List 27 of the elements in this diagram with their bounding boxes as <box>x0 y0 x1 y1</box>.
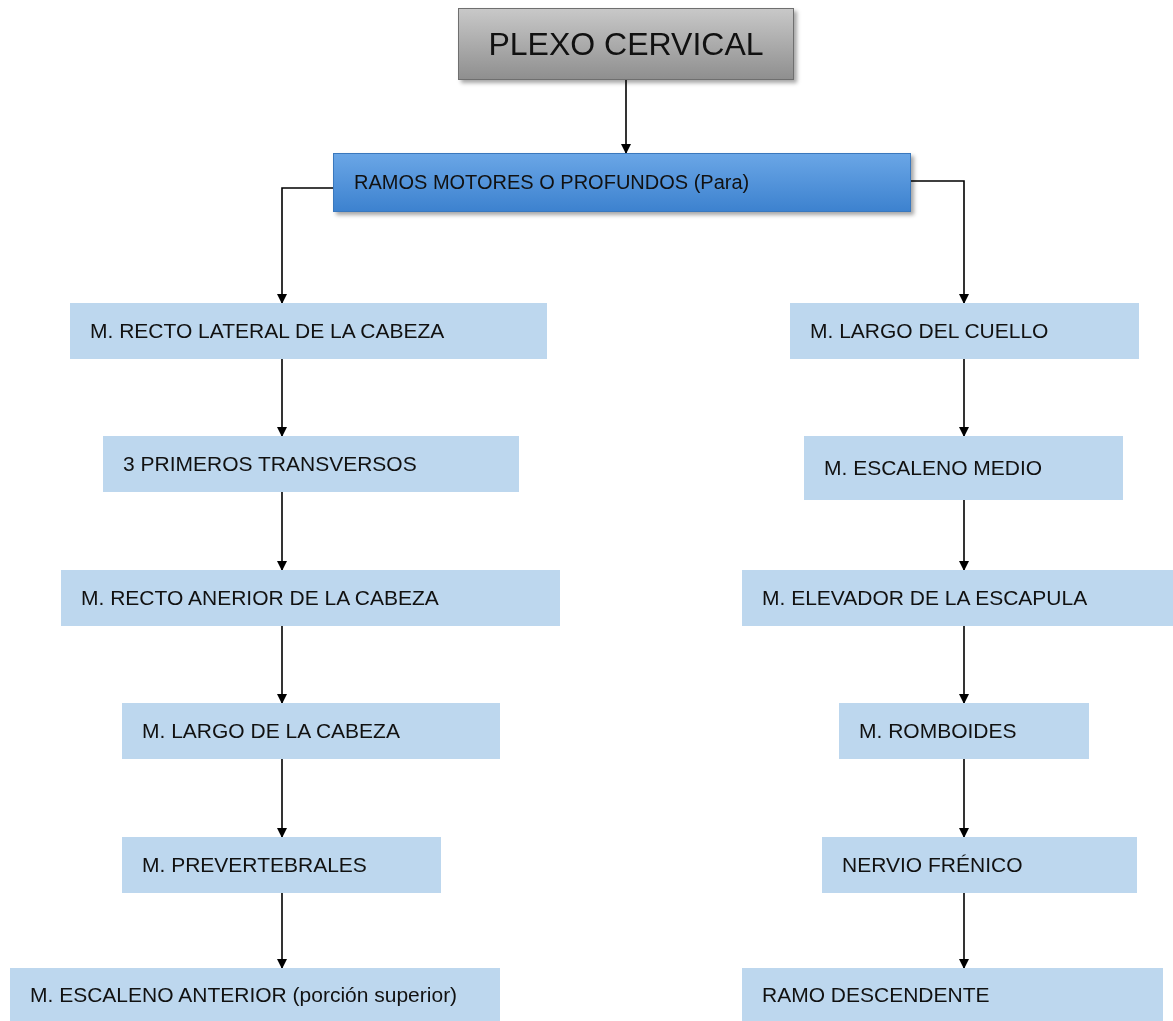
arrow <box>277 758 287 838</box>
muscle-box: M. PREVERTEBRALES <box>122 837 441 893</box>
muscle-box: NERVIO FRÉNICO <box>822 837 1137 893</box>
muscle-box: M. LARGO DE LA CABEZA <box>122 703 500 759</box>
arrow <box>910 180 969 304</box>
arrow <box>277 358 287 437</box>
arrow <box>621 79 631 154</box>
arrow <box>959 499 969 571</box>
muscle-box: M. LARGO DEL CUELLO <box>790 303 1139 359</box>
muscle-box: M. ELEVADOR DE LA ESCAPULA <box>742 570 1173 626</box>
muscle-box: M. ROMBOIDES <box>839 703 1089 759</box>
branch-box: RAMOS MOTORES O PROFUNDOS (Para) <box>333 153 911 212</box>
title-box: PLEXO CERVICAL <box>458 8 794 80</box>
arrow <box>277 892 287 969</box>
arrow <box>959 892 969 969</box>
muscle-box: M. RECTO ANERIOR DE LA CABEZA <box>61 570 560 626</box>
arrow <box>959 358 969 437</box>
arrow <box>959 758 969 838</box>
muscle-box: 3 PRIMEROS TRANSVERSOS <box>103 436 519 492</box>
muscle-box: M. ESCALENO MEDIO <box>804 436 1123 500</box>
muscle-box: RAMO DESCENDENTE <box>742 968 1163 1021</box>
arrow <box>277 187 334 304</box>
muscle-box: M. ESCALENO ANTERIOR (porción superior) <box>10 968 500 1021</box>
arrow <box>277 625 287 704</box>
arrow <box>277 491 287 571</box>
arrow <box>959 625 969 704</box>
muscle-box: M. RECTO LATERAL DE LA CABEZA <box>70 303 547 359</box>
